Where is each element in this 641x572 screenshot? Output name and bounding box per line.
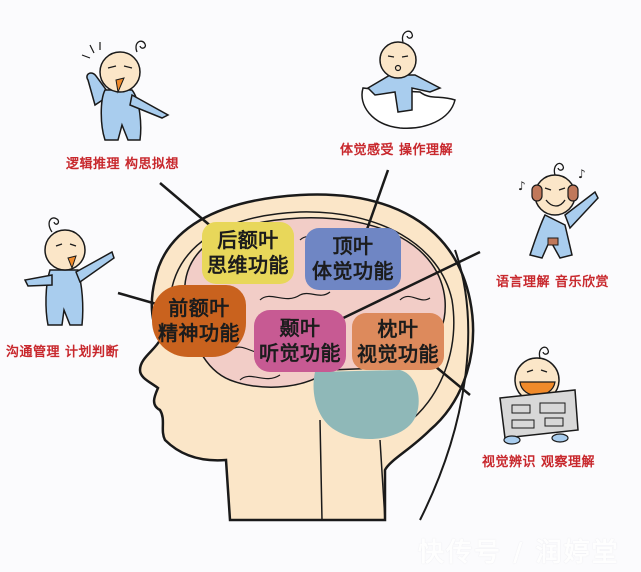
watermark: 快传号 / 润婷堂 [418,538,620,568]
lobe-name: 前额叶 [168,296,230,320]
caption-temporal: 语言理解 音乐欣赏 [496,275,610,290]
lobe-function: 体觉功能 [312,259,394,283]
lobe-function: 视觉功能 [357,341,439,366]
svg-text:♪: ♪ [578,167,586,181]
pointer-lines [117,169,481,396]
baby-reading [499,346,579,445]
lobe-name: 后额叶 [217,228,279,252]
baby-headphones: ♪ ♪ [518,162,599,259]
lobe-parietal: 顶叶 体觉功能 [305,228,401,290]
lobe-occipital: 枕叶 视觉功能 [352,313,444,370]
lobe-name: 枕叶 [377,316,419,341]
neck-line [319,419,386,521]
lobe-temporal: 颞叶 听觉功能 [254,310,346,372]
lobe-function: 听觉功能 [259,341,341,365]
lobe-name: 颞叶 [279,316,321,340]
lobe-name: 顶叶 [332,234,374,258]
svg-text:♪: ♪ [518,179,526,193]
lobe-function: 思维功能 [207,253,289,277]
cerebellum [313,370,419,440]
lobe-prefrontal: 前额叶 精神功能 [152,285,246,357]
lobe-posterior-frontal: 后额叶 思维功能 [202,222,294,284]
caption-prefrontal: 沟通管理 计划判断 [6,345,120,360]
baby-cheering [23,217,115,326]
caption-parietal: 体觉感受 操作理解 [340,143,454,158]
baby-on-blanket [361,30,456,129]
lobe-function: 精神功能 [158,321,240,345]
caption-occipital: 视觉辨识 观察理解 [482,455,596,470]
caption-posterior-frontal: 逻辑推理 构思拟想 [66,157,180,172]
baby-thinking [81,40,170,141]
back-of-head-arc [419,249,470,521]
